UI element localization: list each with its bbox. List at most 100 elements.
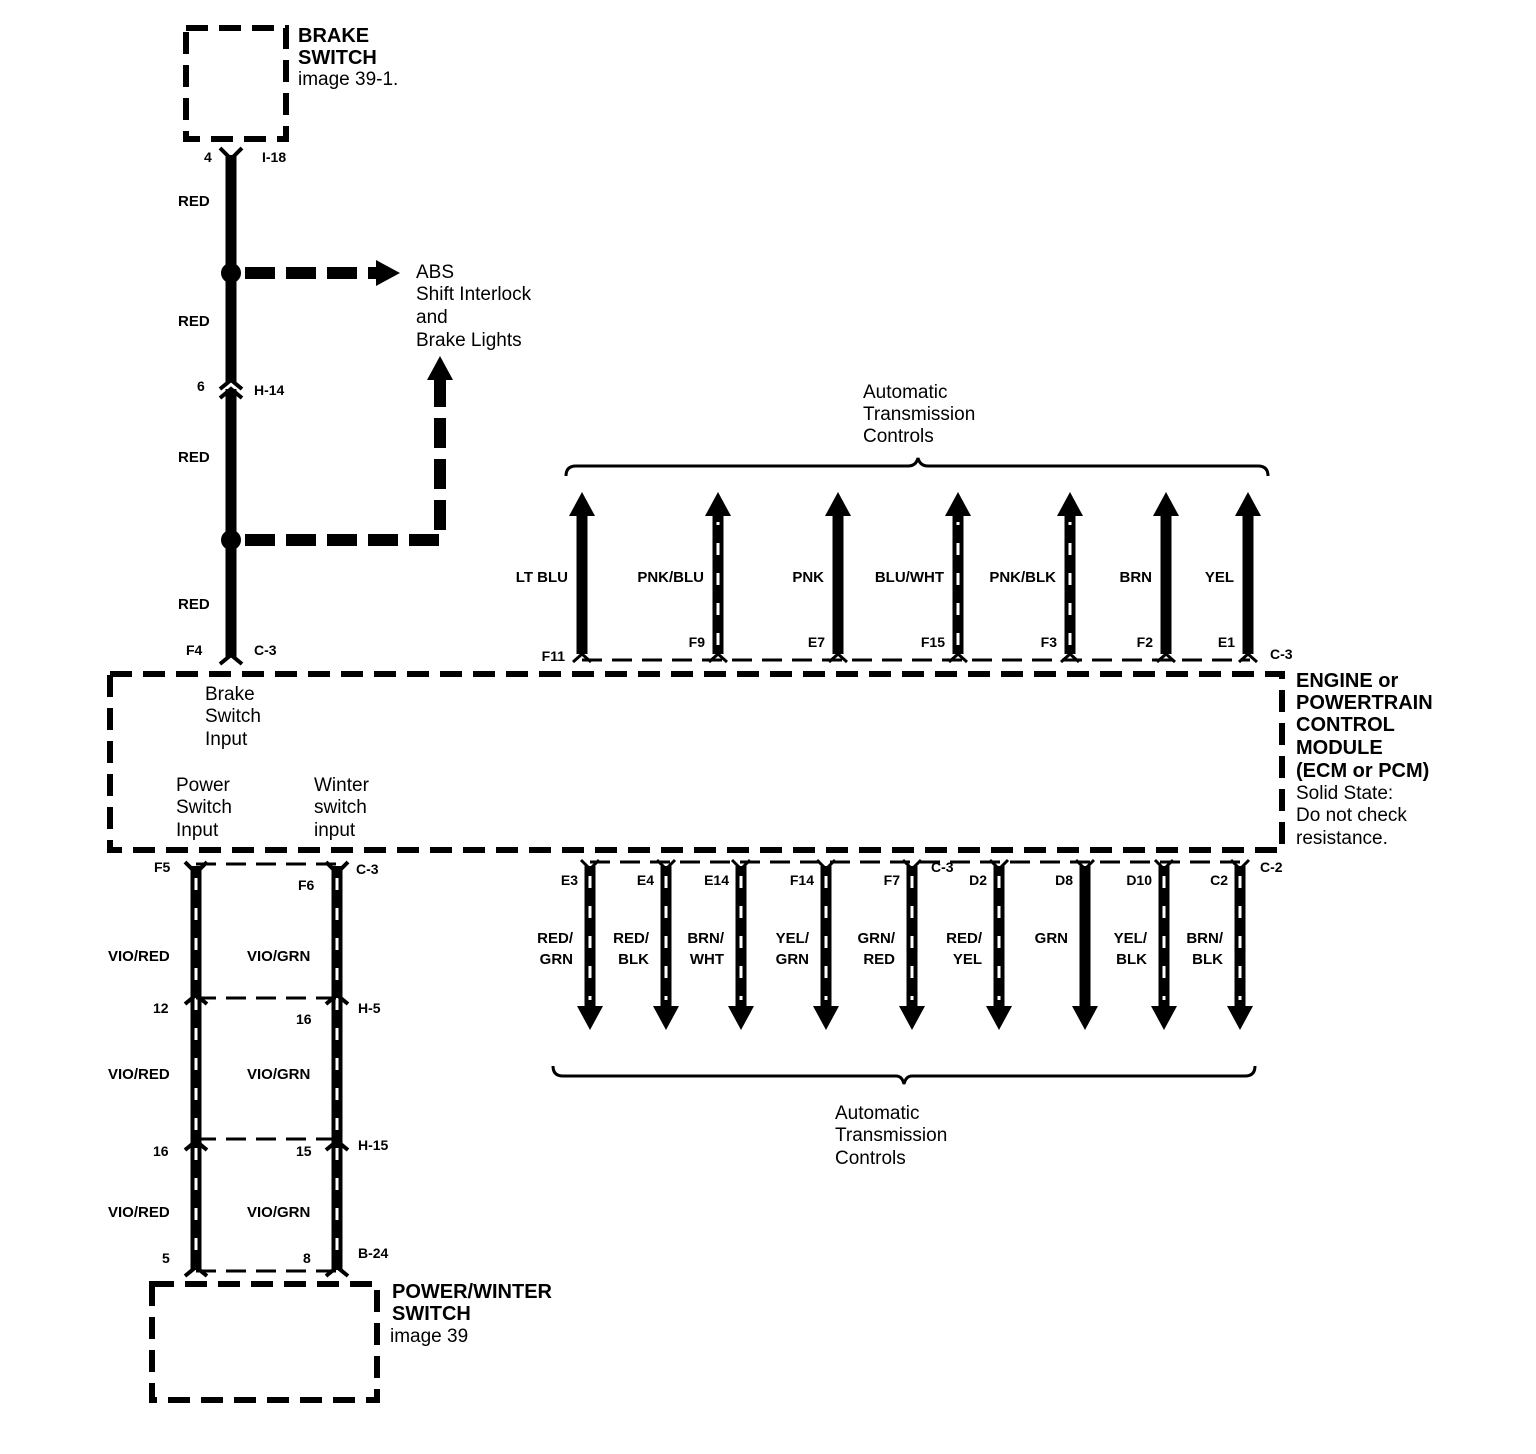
pin-label: E4 bbox=[637, 872, 654, 888]
pcm-input-brake-2: Switch bbox=[205, 706, 261, 727]
power-winter-wires bbox=[190, 866, 343, 1270]
arrow-down-icon bbox=[1151, 1006, 1177, 1030]
wire-color-label: BLK bbox=[618, 951, 649, 968]
pin-label: F2 bbox=[1137, 634, 1154, 650]
pin-label: F11 bbox=[542, 648, 566, 664]
wire-color-label: RED/ bbox=[613, 930, 650, 947]
top-connector-label: C-3 bbox=[1270, 646, 1293, 662]
pw-pin-16a: 16 bbox=[296, 1011, 312, 1027]
pcm-input-power-3: Input bbox=[176, 820, 219, 841]
connector-notch bbox=[730, 858, 752, 872]
connector-notch bbox=[1074, 858, 1096, 872]
pw-conn-b24: B-24 bbox=[358, 1245, 389, 1261]
brake-conn-top: I-18 bbox=[262, 149, 286, 165]
pin-label: F9 bbox=[689, 634, 706, 650]
wire-color-label: RED/ bbox=[946, 930, 983, 947]
power-winter-title-1: POWER/WINTER bbox=[392, 1281, 553, 1303]
wire-color-label: GRN bbox=[776, 951, 809, 968]
wire-color-label: WHT bbox=[690, 951, 724, 968]
wire-color-label: GRN bbox=[540, 951, 573, 968]
pcm-input-brake-1: Brake bbox=[205, 684, 255, 705]
brake-wire-label-2: RED bbox=[178, 313, 210, 330]
brake-connector-top bbox=[218, 146, 244, 162]
pcm-input-winter-1: Winter bbox=[314, 775, 370, 796]
wire-color-label: BRN/ bbox=[687, 930, 724, 947]
pcm-note-2: Do not check bbox=[1296, 805, 1407, 826]
wire-color-label: RED bbox=[863, 951, 895, 968]
connector-notch bbox=[655, 858, 677, 872]
abs-arrow-right bbox=[376, 260, 400, 286]
pin-label: C2 bbox=[1210, 872, 1228, 888]
pin-label: F15 bbox=[921, 634, 945, 650]
pin-label: F3 bbox=[1041, 634, 1058, 650]
wire-color-label: BRN/ bbox=[1186, 930, 1223, 947]
brake-wire-label-1: RED bbox=[178, 193, 210, 210]
wire-color-label: GRN bbox=[1035, 930, 1068, 947]
abs-label-2: Shift Interlock bbox=[416, 284, 532, 305]
arrow-up-icon bbox=[705, 492, 731, 516]
bottom-output-wires: E3RED/GRNE4RED/BLKE14BRN/WHTF14YEL/GRNF7… bbox=[537, 858, 1253, 1030]
connector-notch bbox=[988, 858, 1010, 872]
pw-pin-f6: F6 bbox=[298, 877, 315, 893]
pw-wire-label-2l: VIO/RED bbox=[108, 1066, 170, 1083]
pcm-title-5: (ECM or PCM) bbox=[1296, 760, 1429, 782]
brake-conn-bottom: C-3 bbox=[254, 642, 277, 658]
pw-wire-label-3r: VIO/GRN bbox=[247, 1204, 310, 1221]
pw-wire-label-1r: VIO/GRN bbox=[247, 948, 310, 965]
wire-color-label: PNK/BLK bbox=[989, 569, 1056, 586]
pw-pin-8: 8 bbox=[303, 1250, 311, 1266]
pw-conn-h15-left bbox=[183, 1138, 209, 1152]
wire-color-label: PNK/BLU bbox=[637, 569, 704, 586]
wire-color-label: GRN/ bbox=[858, 930, 896, 947]
pw-wire-label-2r: VIO/GRN bbox=[247, 1066, 310, 1083]
brake-conn-mid: H-14 bbox=[254, 382, 285, 398]
arrow-up-icon bbox=[1057, 492, 1083, 516]
brake-connector-h14-top bbox=[218, 377, 244, 391]
wire-color-label: LT BLU bbox=[516, 569, 568, 586]
power-winter-title-2: SWITCH bbox=[392, 1303, 471, 1325]
pcm-title-1: ENGINE or bbox=[1296, 670, 1398, 692]
pin-label: F14 bbox=[790, 872, 814, 888]
brake-wire-label-3: RED bbox=[178, 449, 210, 466]
top-output-wire: PNK/BLU F9 bbox=[637, 492, 731, 664]
pw-conn-h5-left bbox=[183, 992, 209, 1006]
pin-label: D8 bbox=[1055, 872, 1073, 888]
power-winter-ref: image 39 bbox=[390, 1326, 468, 1347]
connector-notch bbox=[815, 858, 837, 872]
pw-conn-h15-right bbox=[324, 1138, 350, 1152]
splice-dot-upper bbox=[221, 263, 241, 283]
atc-top-label-1: Automatic bbox=[863, 382, 947, 403]
top-output-wire: BRN F2 bbox=[1120, 492, 1179, 664]
brake-connector-bottom bbox=[218, 652, 244, 666]
pin-label: E7 bbox=[808, 634, 825, 650]
pcm-box bbox=[107, 671, 1285, 853]
wire-color-label: BLK bbox=[1116, 951, 1147, 968]
splice-dot-lower bbox=[221, 530, 241, 550]
brake-pin-bottom: F4 bbox=[186, 642, 203, 658]
brake-connector-h14-bottom bbox=[218, 386, 244, 400]
arrow-down-icon bbox=[1227, 1006, 1253, 1030]
pcm-title-3: CONTROL bbox=[1296, 714, 1395, 736]
connector-notch bbox=[579, 858, 601, 872]
arrow-up-icon bbox=[945, 492, 971, 516]
pcm-title-2: POWERTRAIN bbox=[1296, 692, 1433, 714]
pin-label: D2 bbox=[969, 872, 987, 888]
arrow-down-icon bbox=[653, 1006, 679, 1030]
abs-label-4: Brake Lights bbox=[416, 330, 522, 351]
wire-color-label: BRN bbox=[1120, 569, 1153, 586]
wire-color-label: BLK bbox=[1192, 951, 1223, 968]
arrow-up-icon bbox=[1153, 492, 1179, 516]
abs-label-3: and bbox=[416, 307, 448, 328]
pw-conn-h5: H-5 bbox=[358, 1000, 381, 1016]
